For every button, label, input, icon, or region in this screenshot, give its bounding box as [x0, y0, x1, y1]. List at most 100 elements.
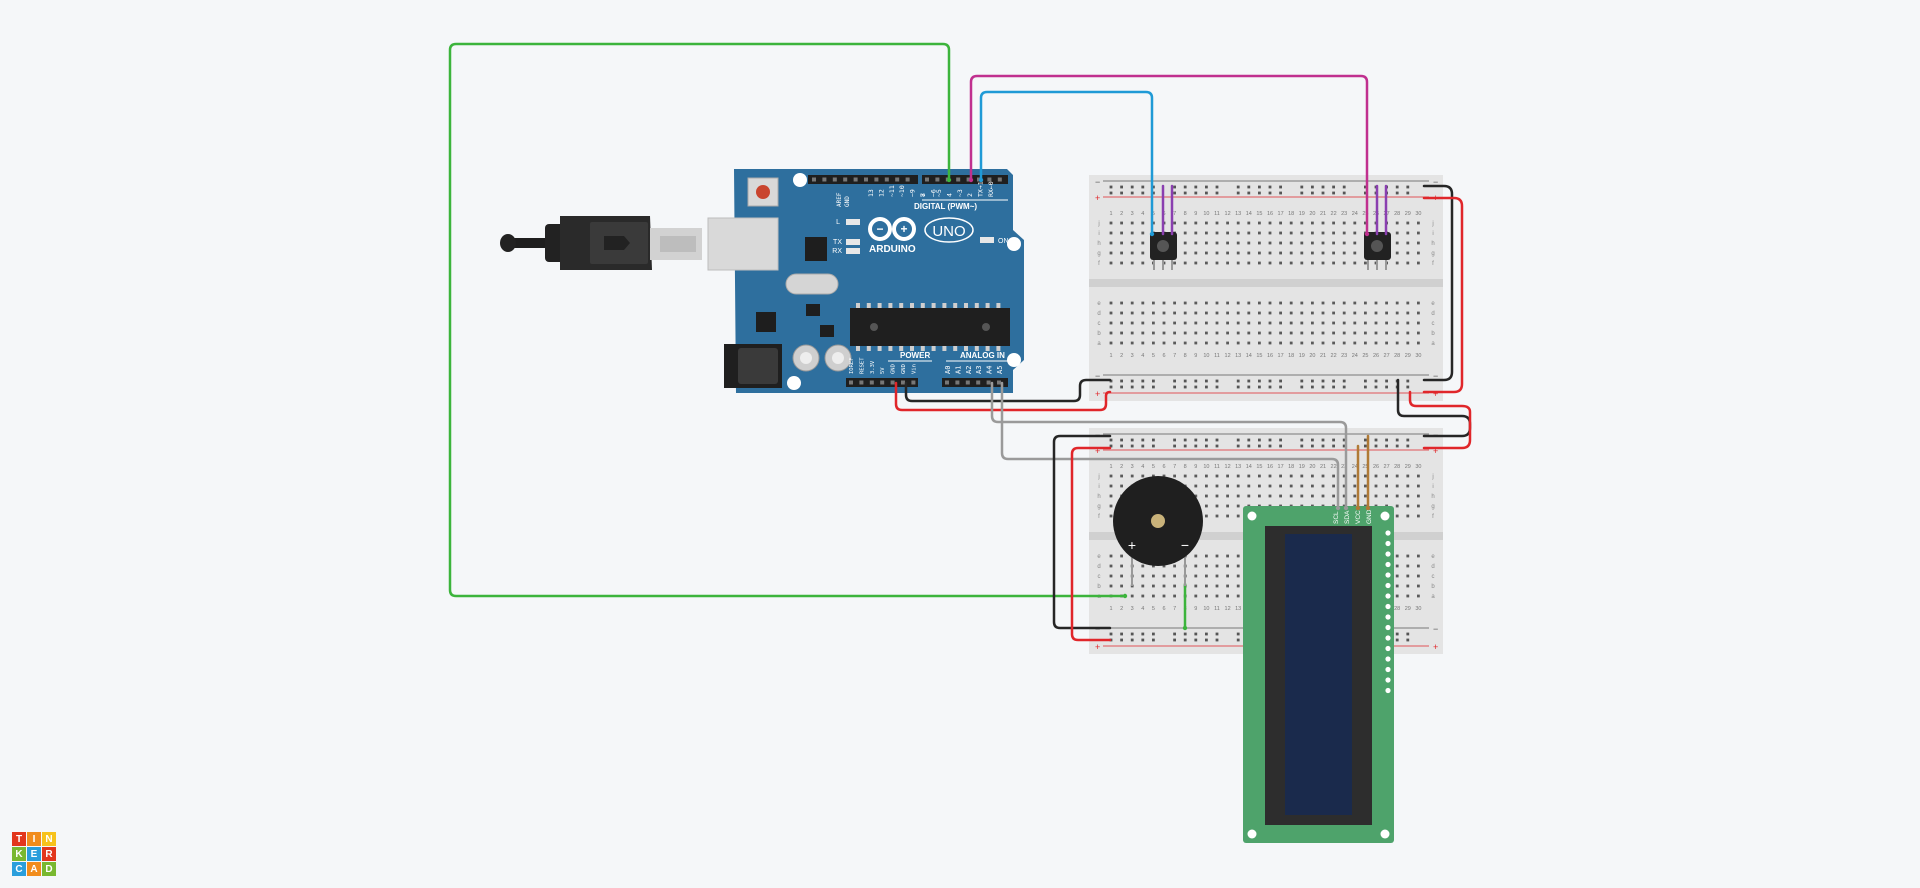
column-number: 9	[1194, 606, 1197, 612]
logo-letter: E	[27, 847, 41, 861]
logo-letter: D	[42, 862, 56, 876]
column-number: 15	[1256, 464, 1262, 470]
column-number: 17	[1278, 211, 1284, 217]
rail-sign: +	[1095, 642, 1100, 652]
column-number: 6	[1162, 464, 1165, 470]
column-number: 15	[1256, 211, 1262, 217]
column-number: 11	[1214, 211, 1220, 217]
power-pin-label: GND	[891, 364, 897, 374]
column-number: 19	[1299, 353, 1305, 359]
header-top-right	[922, 175, 1008, 184]
row-letter: e	[1097, 554, 1101, 560]
digital-pin-label: ~11	[888, 185, 896, 197]
wires[interactable]	[448, 42, 1472, 642]
sensor-right[interactable]	[1364, 232, 1391, 270]
breadboard-body	[1089, 175, 1443, 401]
column-number: 1	[1109, 353, 1112, 359]
row-letter: j	[1431, 474, 1433, 480]
column-number: 12	[1225, 464, 1231, 470]
column-number: 3	[1131, 211, 1134, 217]
column-number: 2	[1120, 353, 1123, 359]
column-number: 29	[1405, 211, 1411, 217]
rail-sign: −	[1095, 177, 1100, 187]
column-number: 7	[1173, 464, 1176, 470]
arduino-infinity-icon: − +	[868, 217, 916, 241]
column-number: 22	[1331, 353, 1337, 359]
row-letter: g	[1431, 251, 1434, 257]
column-number: 13	[1235, 211, 1241, 217]
analog-pin-label: A4	[986, 366, 994, 374]
sensor-left[interactable]	[1150, 232, 1177, 270]
column-number: 12	[1225, 211, 1231, 217]
header-analog	[942, 378, 1008, 387]
column-number: 21	[1320, 211, 1326, 217]
row-letter: c	[1432, 321, 1435, 327]
digital-pin-label: RX←0	[987, 181, 995, 197]
column-number: 19	[1299, 211, 1305, 217]
led-l-label: L	[836, 219, 840, 226]
column-number: 24	[1352, 464, 1358, 470]
column-number: 23	[1341, 464, 1347, 470]
piezo-buzzer[interactable]: + −	[1113, 476, 1203, 586]
logo-letter: A	[27, 862, 41, 876]
column-number: 22	[1331, 464, 1337, 470]
column-number: 13	[1235, 353, 1241, 359]
column-number: 27	[1384, 353, 1390, 359]
lcd-pin-label: VCC	[1355, 510, 1362, 524]
column-number: 13	[1235, 464, 1241, 470]
column-number: 25	[1362, 464, 1368, 470]
column-number: 23	[1341, 211, 1347, 217]
row-letter: a	[1431, 341, 1435, 347]
rail-sign: +	[1095, 389, 1100, 399]
tinkercad-logo: T I N K E R C A D	[12, 832, 56, 876]
column-number: 26	[1373, 464, 1379, 470]
column-number: 6	[1162, 353, 1165, 359]
digital-pin-label: ~10	[898, 185, 906, 197]
column-number: 7	[1173, 211, 1176, 217]
analog-label: ANALOG IN	[960, 351, 1005, 360]
power-pin-label: 3.3V	[870, 360, 876, 374]
pin-label-gnd: GND	[844, 196, 851, 207]
row-letter: j	[1097, 474, 1099, 480]
breadboard-top[interactable]: −−++−−++11223344556677889910101111121213…	[1089, 175, 1443, 401]
column-number: 18	[1288, 464, 1294, 470]
row-letter: i	[1098, 484, 1099, 490]
rail-sign: −	[1433, 177, 1438, 187]
wire-black-rail-link	[1396, 378, 1472, 438]
column-number: 9	[1194, 211, 1197, 217]
column-number: 7	[1173, 606, 1176, 612]
row-letter: b	[1097, 331, 1101, 337]
lcd-pin-label: GND	[1366, 509, 1373, 524]
row-letter: d	[1097, 564, 1100, 570]
column-number: 9	[1194, 353, 1197, 359]
logo-letter: R	[42, 847, 56, 861]
usb-cable[interactable]	[500, 216, 702, 270]
column-number: 16	[1267, 211, 1273, 217]
column-number: 30	[1415, 211, 1421, 217]
rail-sign: +	[1095, 446, 1100, 456]
wire-green-pin5	[448, 42, 1127, 598]
column-number: 23	[1341, 353, 1347, 359]
row-letter: h	[1431, 241, 1434, 247]
row-letter: g	[1097, 504, 1100, 510]
column-number: 7	[1173, 353, 1176, 359]
column-number: 28	[1394, 353, 1400, 359]
column-number: 2	[1120, 606, 1123, 612]
analog-pin-label: A5	[996, 366, 1004, 374]
digital-label: DIGITAL (PWM~)	[914, 202, 977, 211]
column-number: 25	[1362, 353, 1368, 359]
column-number: 14	[1246, 353, 1252, 359]
column-number: 2	[1120, 211, 1123, 217]
row-letter: g	[1097, 251, 1100, 257]
column-number: 24	[1352, 353, 1358, 359]
wire-endpoints	[946, 177, 1371, 631]
row-letter: d	[1431, 311, 1434, 317]
column-number: 12	[1225, 353, 1231, 359]
digital-pin-label: ~9	[909, 189, 917, 197]
column-number: 10	[1203, 353, 1209, 359]
arduino-model: UNO	[932, 223, 965, 240]
column-number: 5	[1152, 464, 1155, 470]
